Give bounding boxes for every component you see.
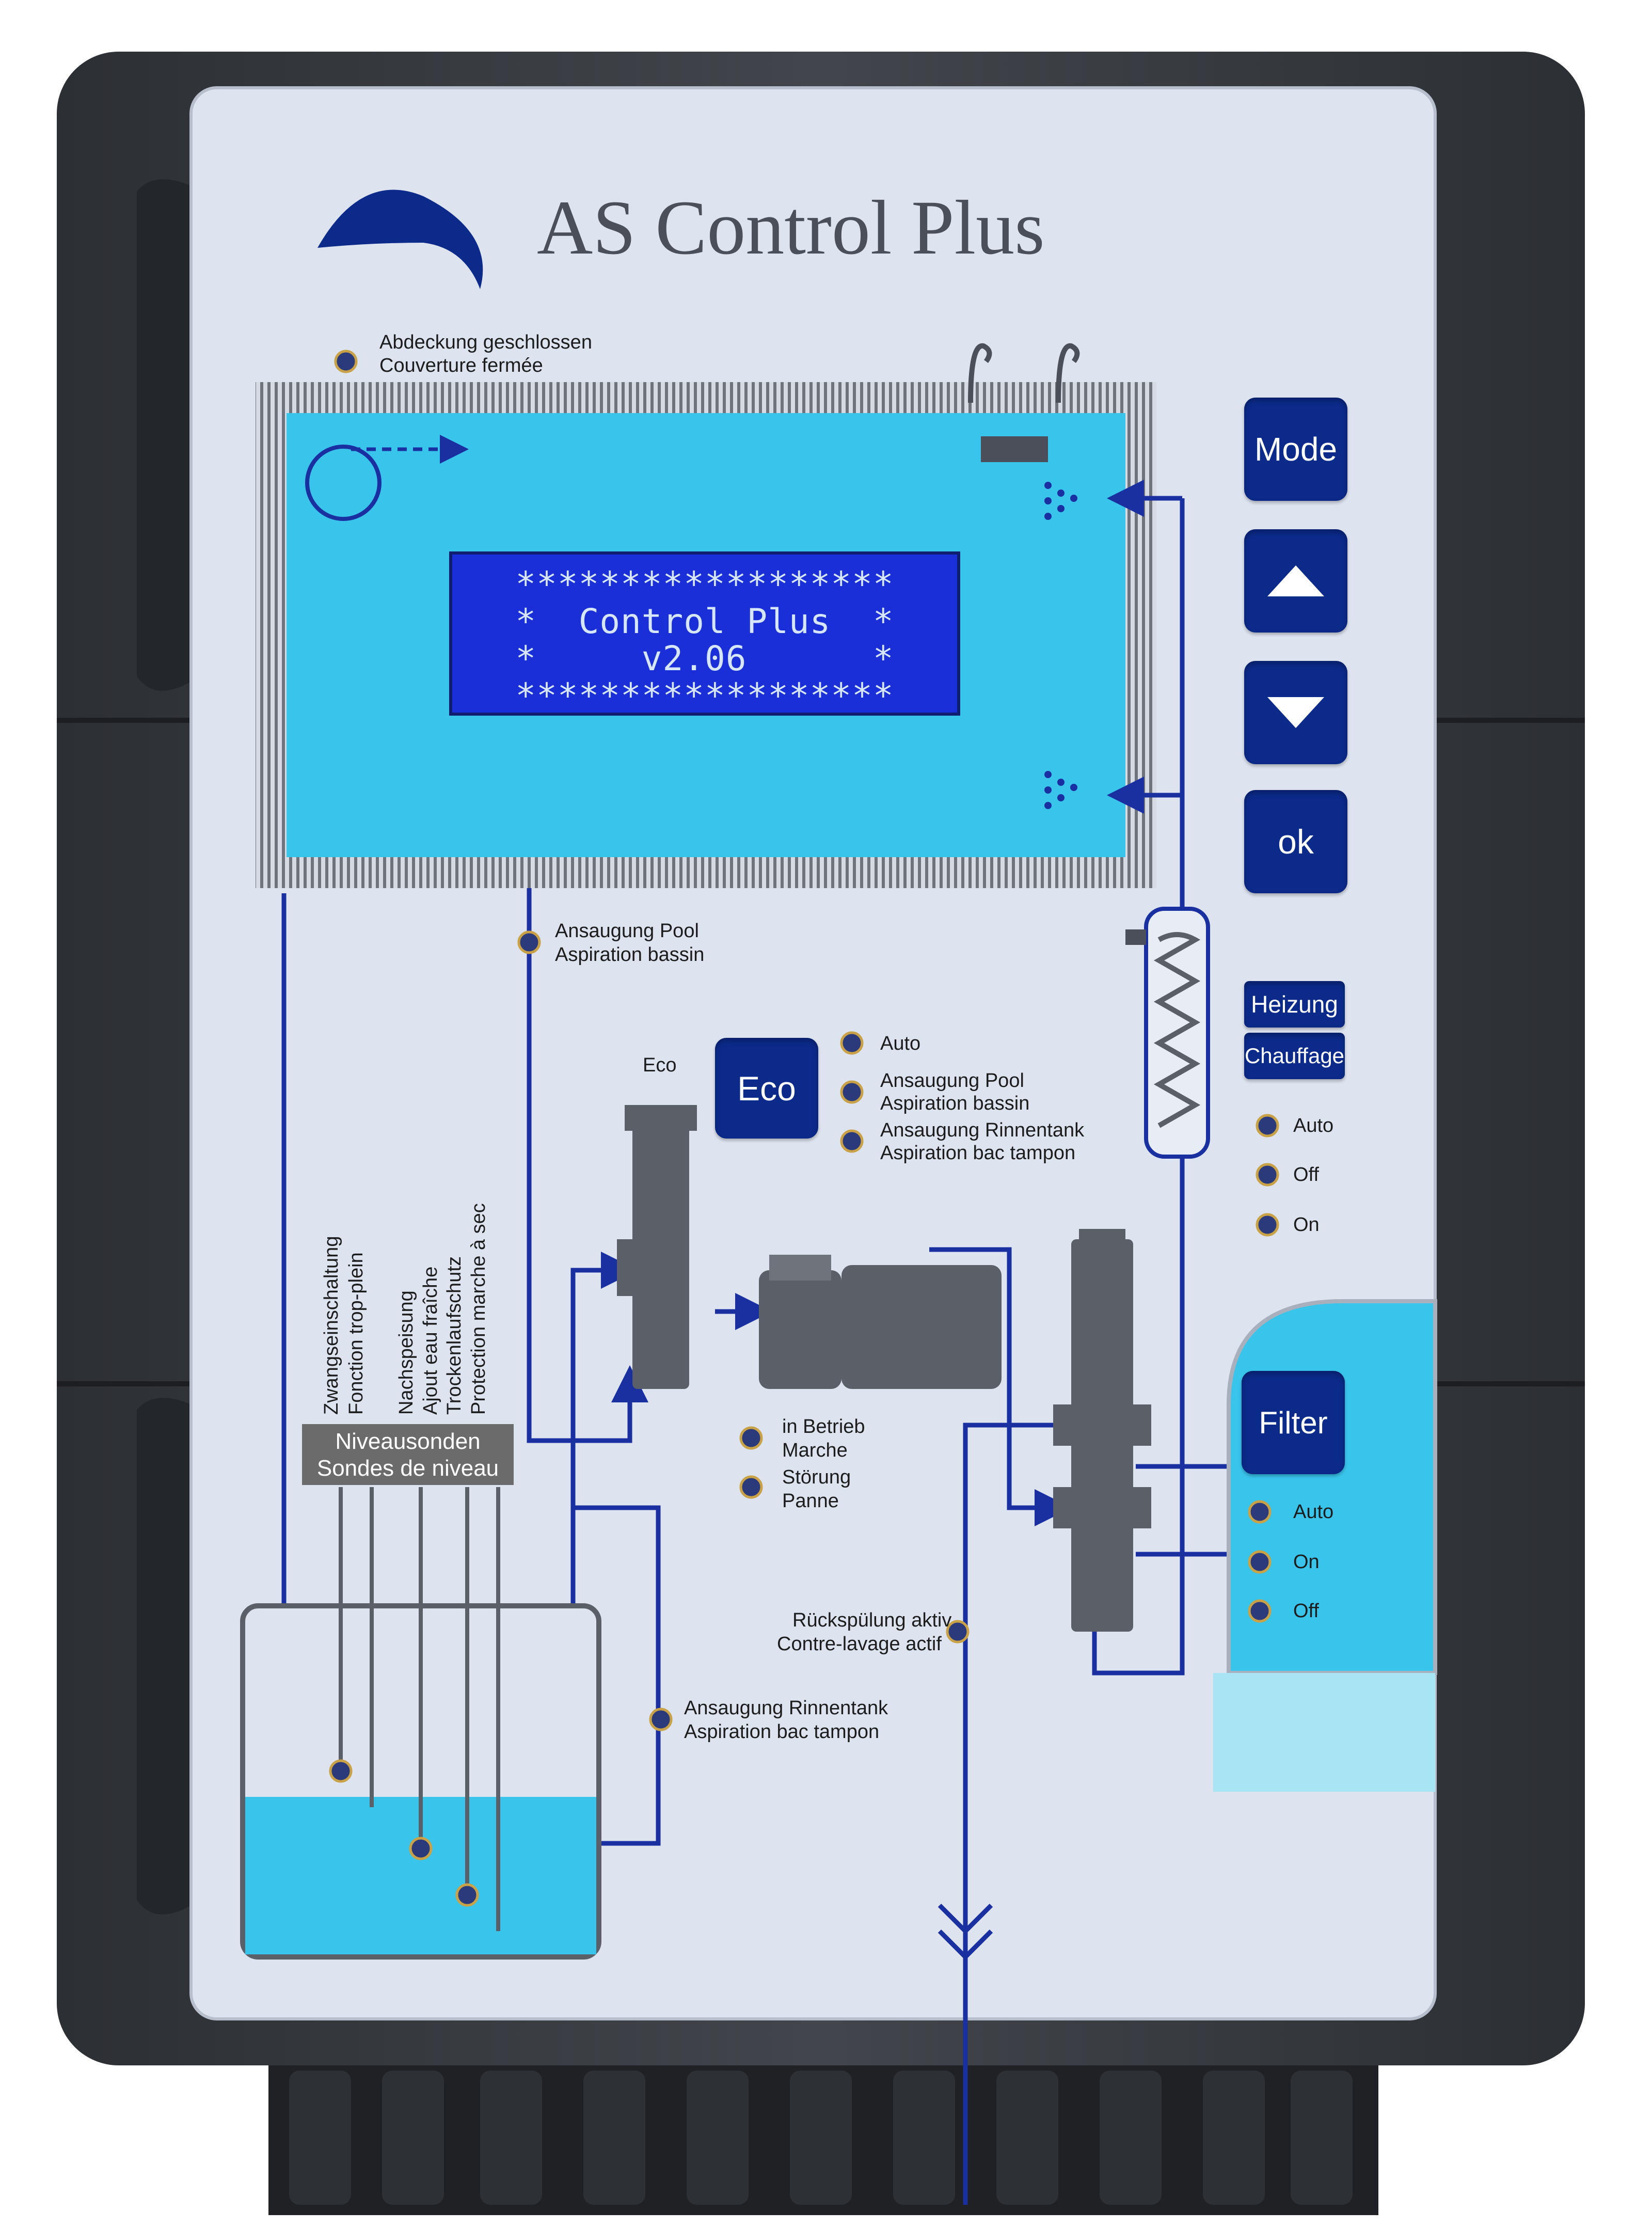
triangle-up-icon <box>1267 565 1324 596</box>
heat-on-label: On <box>1293 1214 1320 1236</box>
mode-button[interactable]: Mode <box>1244 398 1347 501</box>
heat-auto-label: Auto <box>1293 1115 1334 1136</box>
lcd-line: ****************** <box>515 564 894 604</box>
level-label-fr: Sondes de niveau <box>316 1456 499 1481</box>
eco-pool-label-de: Ansaugung Pool <box>880 1070 1024 1092</box>
heat-off-label: Off <box>1293 1164 1319 1186</box>
bottom-connectors <box>268 2050 1378 2215</box>
eco-button[interactable]: Eco <box>715 1038 818 1139</box>
heat-exchanger <box>1125 907 1210 1159</box>
probe-refill-label-fr: Ajout eau fraîche <box>420 1266 441 1415</box>
suction-pool-label-fr: Aspiration bassin <box>555 944 705 966</box>
probe-dryrun-label-de: Trockenlaufschutz <box>443 1256 465 1415</box>
level-probes-label: Niveausonden Sondes de niveau <box>302 1424 514 1485</box>
lcd-line: * Control Plus * <box>515 602 894 641</box>
level-label-de: Niveausonden <box>335 1429 481 1454</box>
filter-off-label: Off <box>1293 1600 1319 1622</box>
chauffage-button[interactable]: Chauffage <box>1244 1033 1345 1079</box>
eco-tank-label-fr: Aspiration bac tampon <box>880 1142 1076 1164</box>
backwash-label-de: Rückspülung aktiv <box>792 1609 952 1631</box>
filter-auto-label: Auto <box>1293 1501 1334 1523</box>
up-button[interactable] <box>1244 529 1347 633</box>
triangle-down-icon <box>1267 697 1324 728</box>
lcd-display: ****************** * Control Plus * * v2… <box>449 551 960 716</box>
cover-label-de: Abdeckung geschlossen <box>379 331 592 353</box>
ladder-icon <box>968 343 1080 462</box>
skimmer-circle-icon <box>305 445 382 521</box>
device-title: AS Control Plus <box>537 185 1045 271</box>
down-button[interactable] <box>1244 661 1347 764</box>
eco-pool-label-fr: Aspiration bassin <box>880 1093 1030 1114</box>
pump <box>759 1255 1002 1389</box>
tank-suction-label-de: Ansaugung Rinnentank <box>684 1697 888 1719</box>
eco-valve-label: Eco <box>643 1054 677 1076</box>
lcd-line: ****************** <box>515 676 894 716</box>
inlet-jets-icon <box>1044 482 1077 809</box>
backwash-label-fr: Contre-lavage actif <box>777 1633 942 1655</box>
heizung-button[interactable]: Heizung <box>1244 981 1345 1028</box>
pump-run-label-de: in Betrieb <box>782 1416 865 1438</box>
filter-on-label: On <box>1293 1551 1320 1573</box>
cover-label-fr: Couverture fermée <box>379 355 543 376</box>
ok-button[interactable]: ok <box>1244 790 1347 893</box>
eco-auto-label: Auto <box>880 1033 921 1054</box>
logo-swoosh-icon <box>317 189 483 289</box>
tank-suction-label-fr: Aspiration bac tampon <box>684 1721 880 1743</box>
probe-refill-label-de: Nachspeisung <box>395 1290 417 1415</box>
eco-tank-label-de: Ansaugung Rinnentank <box>880 1119 1085 1141</box>
probe-overflow-label-de: Zwangseinschaltung <box>321 1236 342 1415</box>
filter-base <box>1213 1673 1435 1792</box>
filter-button[interactable]: Filter <box>1242 1371 1345 1474</box>
multiport-valve <box>1053 1229 1151 1632</box>
lcd-line: * v2.06 * <box>515 639 894 678</box>
probe-overflow-label-fr: Fonction trop-plein <box>345 1252 367 1415</box>
pump-run-label-fr: Marche <box>782 1440 848 1461</box>
eco-valve <box>617 1105 697 1389</box>
probe-dryrun-label-fr: Protection marche à sec <box>468 1203 489 1415</box>
suction-pool-label-de: Ansaugung Pool <box>555 920 699 942</box>
pump-fault-label-fr: Panne <box>782 1490 839 1512</box>
filter-tank <box>1227 1299 1437 1675</box>
pump-fault-label-de: Störung <box>782 1466 851 1488</box>
